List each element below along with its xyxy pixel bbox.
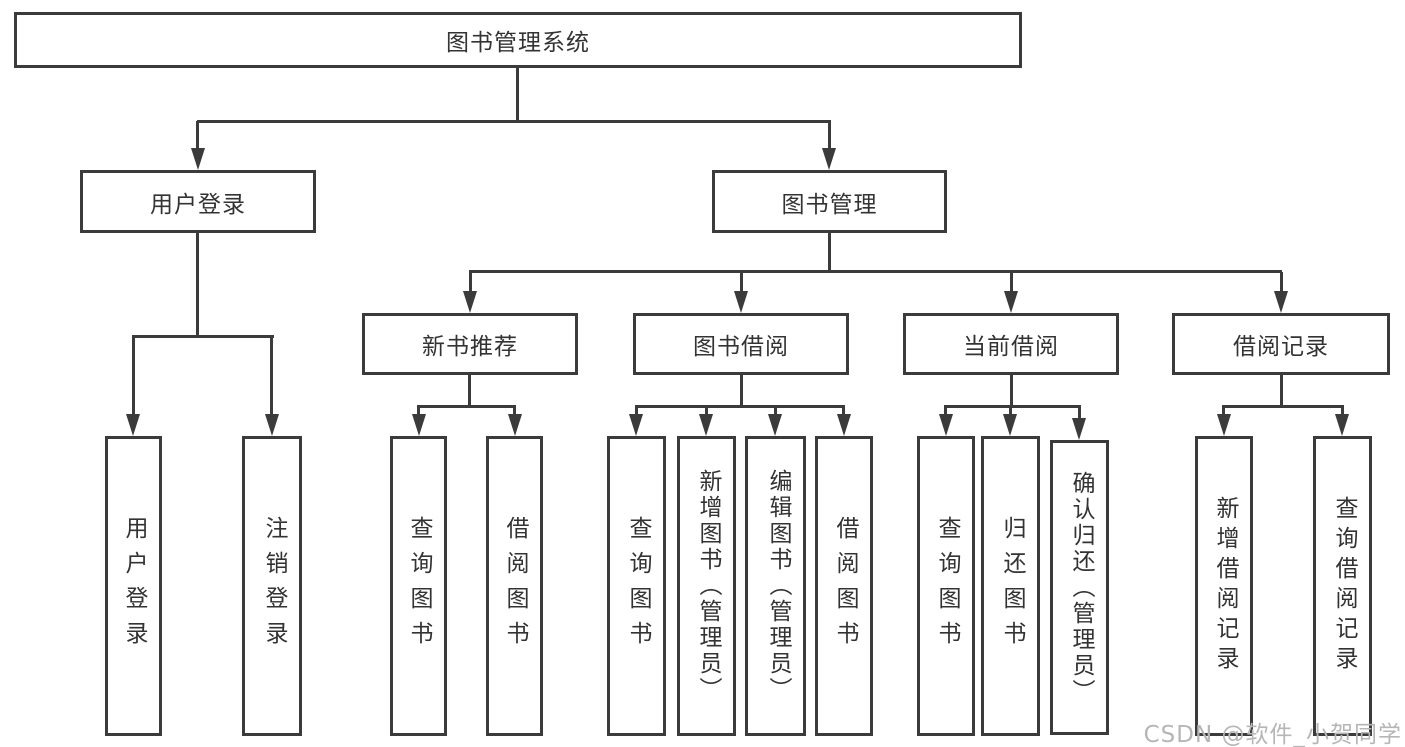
- node-book-borrow: 图书借阅: [633, 313, 849, 375]
- leaf-borrow-books: 借阅图书: [815, 436, 873, 736]
- leaf-query-borrow-record: 查询借阅记录: [1313, 436, 1372, 736]
- arrow-down-icon: [1274, 291, 1288, 313]
- leaf-query-books-borrow: 查询图书: [607, 436, 666, 736]
- arrow-down-icon: [939, 414, 953, 436]
- leaf-edit-book-admin: 编辑图书（管理员）: [745, 436, 806, 736]
- arrow-down-icon: [191, 148, 205, 170]
- connector-line: [196, 233, 199, 335]
- node-borrow-records: 借阅记录: [1172, 313, 1390, 375]
- arrow-down-icon: [126, 414, 140, 436]
- connector-line: [1078, 407, 1081, 420]
- connector-line: [944, 407, 947, 416]
- connector-line: [774, 407, 777, 416]
- connector-line: [705, 407, 708, 416]
- connector-line: [944, 405, 1081, 408]
- leaf-add-book-admin: 新增图书（管理员）: [677, 436, 736, 736]
- connector-line: [417, 405, 516, 408]
- arrow-down-icon: [463, 291, 477, 313]
- arrow-down-icon: [1217, 414, 1231, 436]
- leaf-add-borrow-record: 新增借阅记录: [1195, 436, 1253, 736]
- leaf-confirm-return-admin: 确认归还（管理员）: [1050, 440, 1109, 735]
- connector-line: [1222, 407, 1225, 416]
- arrow-down-icon: [508, 414, 522, 436]
- connector-line: [197, 120, 831, 123]
- connector-line: [196, 121, 199, 150]
- connector-line: [270, 337, 273, 415]
- arrow-down-icon: [734, 291, 748, 313]
- arrow-down-icon: [1004, 291, 1018, 313]
- connector-line: [1009, 407, 1012, 416]
- arrow-down-icon: [768, 414, 782, 436]
- node-user-login: 用户登录: [80, 170, 316, 233]
- node-root: 图书管理系统: [14, 12, 1022, 68]
- arrow-down-icon: [629, 414, 643, 436]
- connector-line: [1280, 375, 1283, 405]
- node-new-book-recommend: 新书推荐: [362, 313, 578, 375]
- connector-line: [740, 375, 743, 405]
- connector-line: [516, 68, 519, 121]
- connector-line: [132, 337, 135, 415]
- arrow-down-icon: [822, 148, 836, 170]
- leaf-return-book: 归还图书: [981, 436, 1040, 736]
- arrow-down-icon: [1072, 418, 1086, 440]
- leaf-query-books-current: 查询图书: [917, 436, 975, 736]
- connector-line: [842, 407, 845, 416]
- node-current-borrow: 当前借阅: [903, 313, 1119, 375]
- connector-line: [1010, 272, 1013, 292]
- arrow-down-icon: [699, 414, 713, 436]
- connector-line: [740, 272, 743, 292]
- arrow-down-icon: [837, 414, 851, 436]
- connector-line: [1341, 407, 1344, 416]
- connector-line: [132, 335, 274, 338]
- arrow-down-icon: [1003, 414, 1017, 436]
- connector-line: [469, 272, 472, 292]
- connector-line: [1010, 375, 1013, 405]
- arrow-down-icon: [412, 414, 426, 436]
- connector-line: [828, 233, 831, 271]
- connector-line: [828, 121, 831, 150]
- connector-line: [635, 405, 845, 408]
- leaf-user-login: 用户登录: [105, 436, 162, 736]
- connector-line: [468, 375, 471, 405]
- arrow-down-icon: [265, 414, 279, 436]
- connector-line: [417, 407, 420, 416]
- leaf-borrow-books-recommend: 借阅图书: [486, 436, 543, 736]
- node-book-management: 图书管理: [712, 170, 947, 233]
- connector-line: [1280, 272, 1283, 292]
- arrow-down-icon: [1335, 414, 1349, 436]
- csdn-watermark: CSDN @软件_小贺同学: [1143, 722, 1402, 747]
- connector-line: [635, 407, 638, 416]
- leaf-logout: 注销登录: [242, 436, 302, 736]
- connector-line: [1222, 405, 1344, 408]
- connector-line: [469, 270, 1282, 273]
- leaf-query-books-recommend: 查询图书: [390, 436, 447, 736]
- connector-line: [513, 407, 516, 416]
